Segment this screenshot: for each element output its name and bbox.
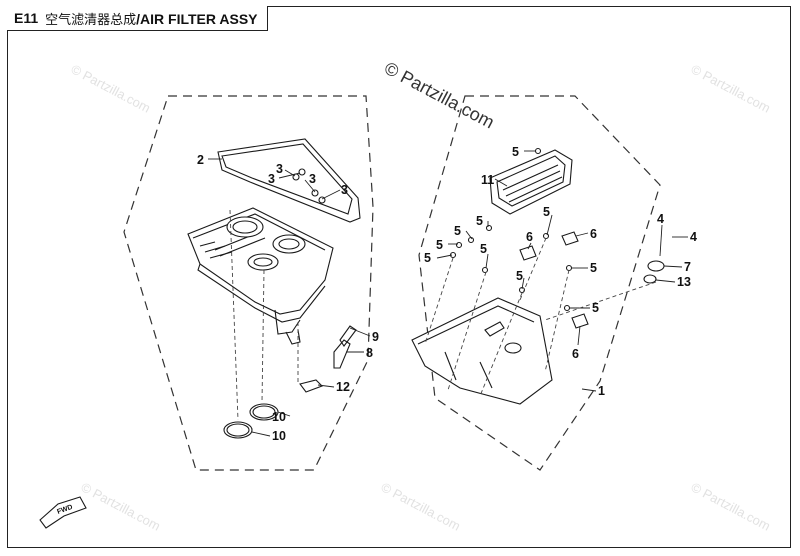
callout-1: 1 [598, 384, 605, 398]
watermark-main: © Partzilla.com [381, 58, 497, 133]
callout-4: 4 [657, 212, 664, 226]
grommet [647, 260, 665, 272]
airbox-upper-housing [187, 207, 334, 345]
callout-5: 5 [480, 242, 487, 256]
section-code: E11 [14, 10, 39, 26]
callout-6: 6 [590, 227, 597, 241]
callout-5: 5 [424, 251, 431, 265]
callout-6: 6 [526, 230, 533, 244]
hose-clamp-small [299, 379, 323, 393]
assembly-guide-lines [229, 209, 657, 421]
callout-11: 11 [481, 173, 494, 187]
callout-3: 3 [276, 162, 283, 176]
callout-10: 10 [272, 410, 286, 424]
title-english: /AIR FILTER ASSY [136, 10, 258, 27]
left-assembly-boundary [123, 95, 374, 471]
filter-cover-inner [221, 143, 353, 215]
callout-13: 13 [677, 275, 691, 289]
watermark-repeat: © Partzilla.com [689, 61, 773, 115]
o-ring [643, 274, 657, 284]
watermark-repeat: © Partzilla.com [79, 479, 163, 533]
foam-pad [519, 245, 537, 261]
callout-2: 2 [197, 153, 204, 167]
callout-5: 5 [590, 261, 597, 275]
callout-10: 10 [272, 429, 286, 443]
callout-5: 5 [543, 205, 550, 219]
airbox-lower-base [411, 297, 553, 405]
drain-tube [333, 339, 351, 369]
callout-5: 5 [516, 269, 523, 283]
filter-cover [217, 138, 361, 223]
diagram-title: E11 空气滤清器总成/AIR FILTER ASSY [7, 6, 268, 31]
leader-lines [208, 150, 688, 437]
callout-8: 8 [366, 346, 373, 360]
callout-5: 5 [476, 214, 483, 228]
callout-3: 3 [341, 183, 348, 197]
callout-12: 12 [336, 380, 350, 394]
callout-6: 6 [572, 347, 579, 361]
foam-pad [571, 313, 589, 329]
callout-5: 5 [436, 238, 443, 252]
callout-3: 3 [268, 172, 275, 186]
watermark-repeat: © Partzilla.com [69, 61, 153, 115]
clamp-lower [223, 421, 253, 439]
watermark-repeats: © Partzilla.com © Partzilla.com © Partzi… [69, 61, 773, 533]
callout-3: 3 [309, 172, 316, 186]
foam-pad [561, 231, 579, 246]
forward-direction-arrow: FWD [39, 496, 87, 529]
callout-9: 9 [372, 330, 379, 344]
callout-5: 5 [592, 301, 599, 315]
callout-4: 4 [690, 230, 697, 244]
filter-element [489, 149, 573, 215]
title-chinese: 空气滤清器总成 [45, 12, 137, 28]
diagram-frame [7, 6, 791, 548]
watermark-repeat: © Partzilla.com [689, 479, 773, 533]
callout-5: 5 [512, 145, 519, 159]
callout-7: 7 [684, 260, 691, 274]
callout-labels: 1 2 3 3 3 3 4 4 5 5 5 5 5 5 5 5 5 5 6 6 … [197, 145, 697, 443]
watermark-repeat: © Partzilla.com [379, 479, 463, 533]
callout-5: 5 [454, 224, 461, 238]
